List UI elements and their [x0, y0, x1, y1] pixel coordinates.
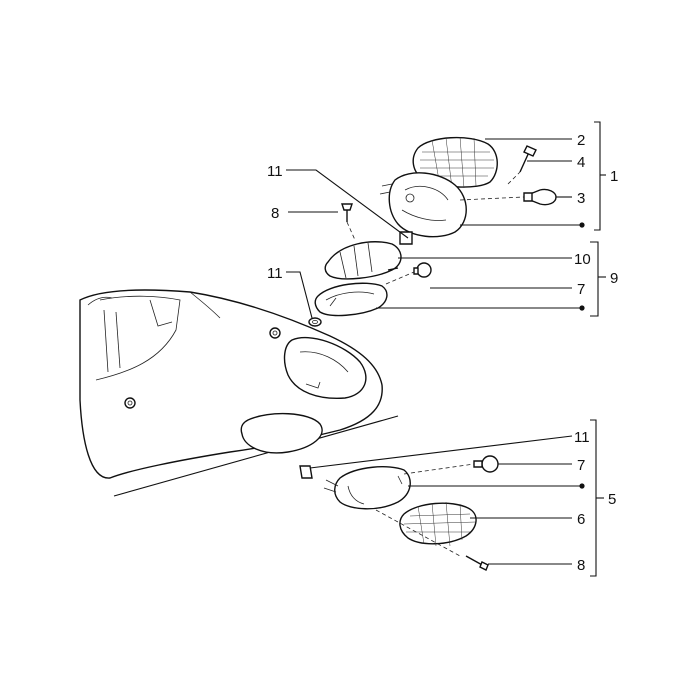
- callout-11-middle: 11: [267, 265, 283, 282]
- callout-8-top: 8: [271, 205, 279, 222]
- callout-3: 3: [577, 190, 585, 207]
- callout-7-middle: 7: [577, 281, 585, 298]
- turn-signal-assembly-5: [299, 455, 499, 571]
- callout-11-top: 11: [267, 163, 283, 180]
- leader-lines: [286, 138, 582, 565]
- callout-7-bottom: 7: [577, 457, 585, 474]
- rear-light-assembly-1: [379, 136, 557, 245]
- callout-5: 5: [608, 491, 616, 508]
- callout-1: 1: [610, 168, 618, 185]
- callout-2: 2: [577, 132, 585, 149]
- group-brackets: [590, 121, 606, 577]
- leader-dots: [579, 222, 585, 489]
- callout-11-bottom: 11: [574, 429, 590, 446]
- callout-8-bottom: 8: [577, 557, 585, 574]
- callout-10: 10: [574, 251, 591, 268]
- body-fairing: [79, 289, 399, 497]
- turn-signal-assembly-9: [314, 203, 432, 317]
- callout-9: 9: [610, 270, 618, 287]
- callout-6: 6: [577, 511, 585, 528]
- callout-4: 4: [577, 154, 585, 171]
